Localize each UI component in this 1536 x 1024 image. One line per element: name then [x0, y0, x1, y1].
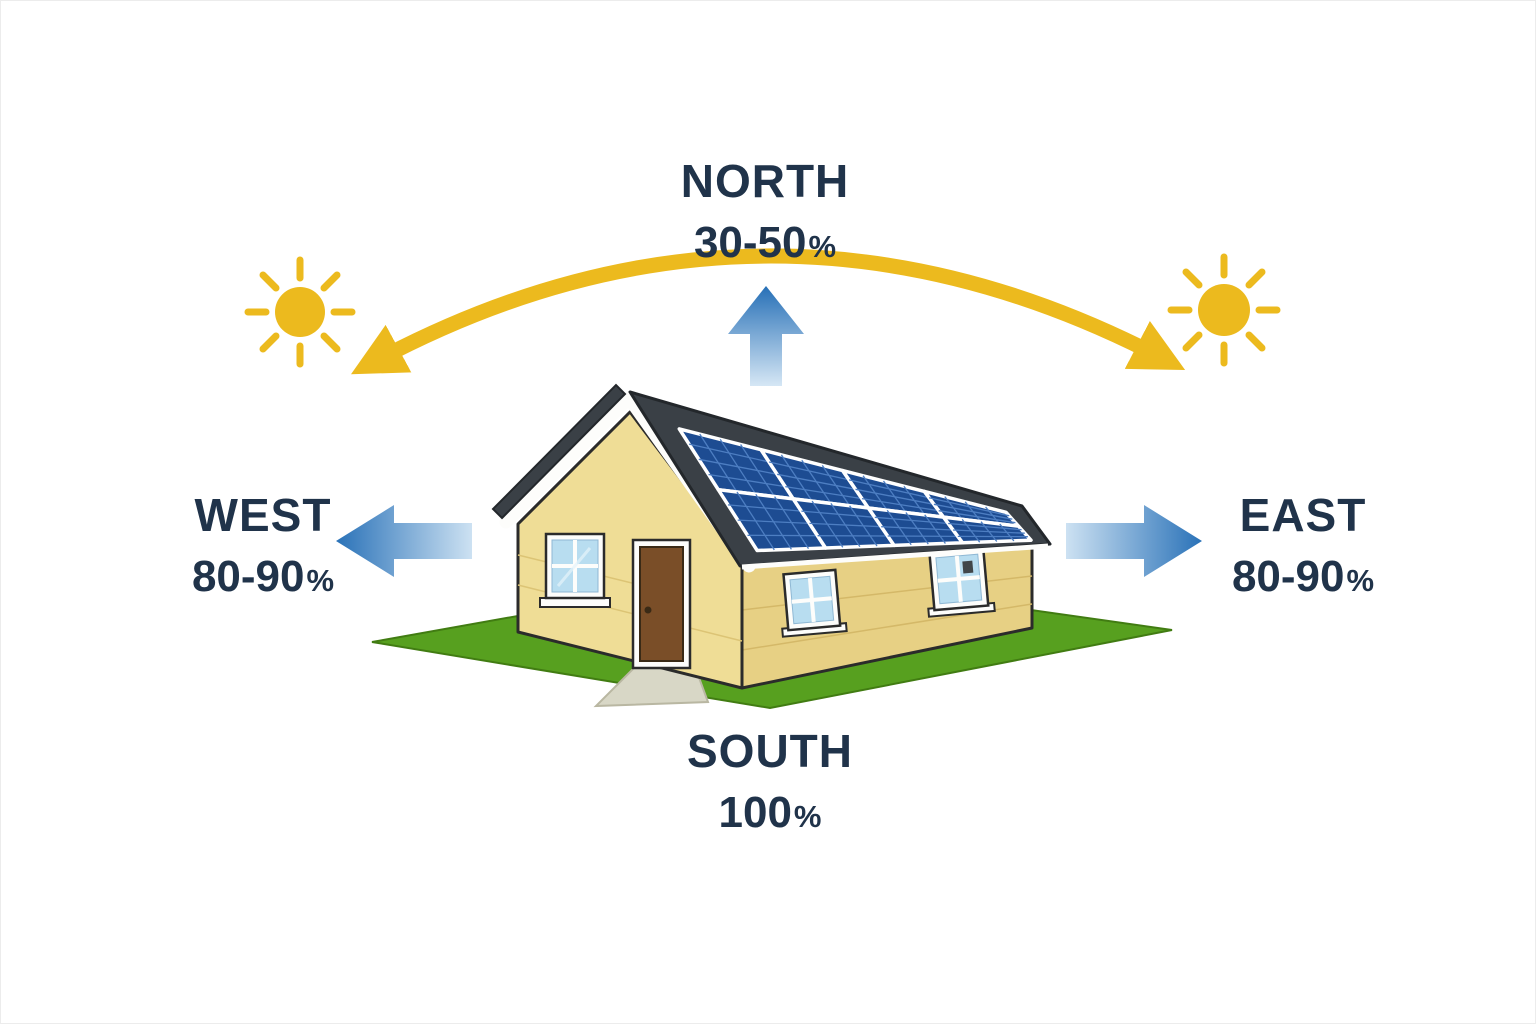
direction-name: SOUTH	[687, 725, 853, 777]
eave-fascia	[741, 543, 1049, 570]
solar-panel-array	[677, 427, 1033, 553]
efficiency-value: 80-90%	[1231, 551, 1375, 601]
direction-name: EAST	[1239, 489, 1367, 541]
east-direction-label: EAST 80-90%	[1128, 490, 1478, 601]
west-arrow-icon	[336, 505, 472, 577]
west-direction-label: WEST 80-90%	[88, 490, 438, 601]
direction-name: WEST	[194, 489, 332, 541]
east-arrow-icon	[1066, 505, 1202, 577]
side-window	[781, 568, 848, 638]
direction-name: NORTH	[680, 155, 850, 207]
front-door	[631, 538, 692, 670]
north-direction-label: NORTH 30-50%	[565, 156, 965, 267]
south-direction-label: SOUTH 100%	[570, 726, 970, 837]
efficiency-value: 30-50%	[693, 217, 837, 267]
sun-icon	[1167, 253, 1281, 367]
sun-path-arc-arrow	[350, 248, 1186, 375]
roof-left-edge	[491, 383, 627, 520]
front-window	[539, 532, 611, 608]
house-illustration	[371, 383, 1173, 710]
efficiency-value: 80-90%	[191, 551, 335, 601]
north-arrow-icon	[728, 286, 804, 386]
side-window	[927, 546, 996, 618]
efficiency-value: 100%	[718, 787, 822, 837]
sun-icon	[244, 256, 356, 368]
